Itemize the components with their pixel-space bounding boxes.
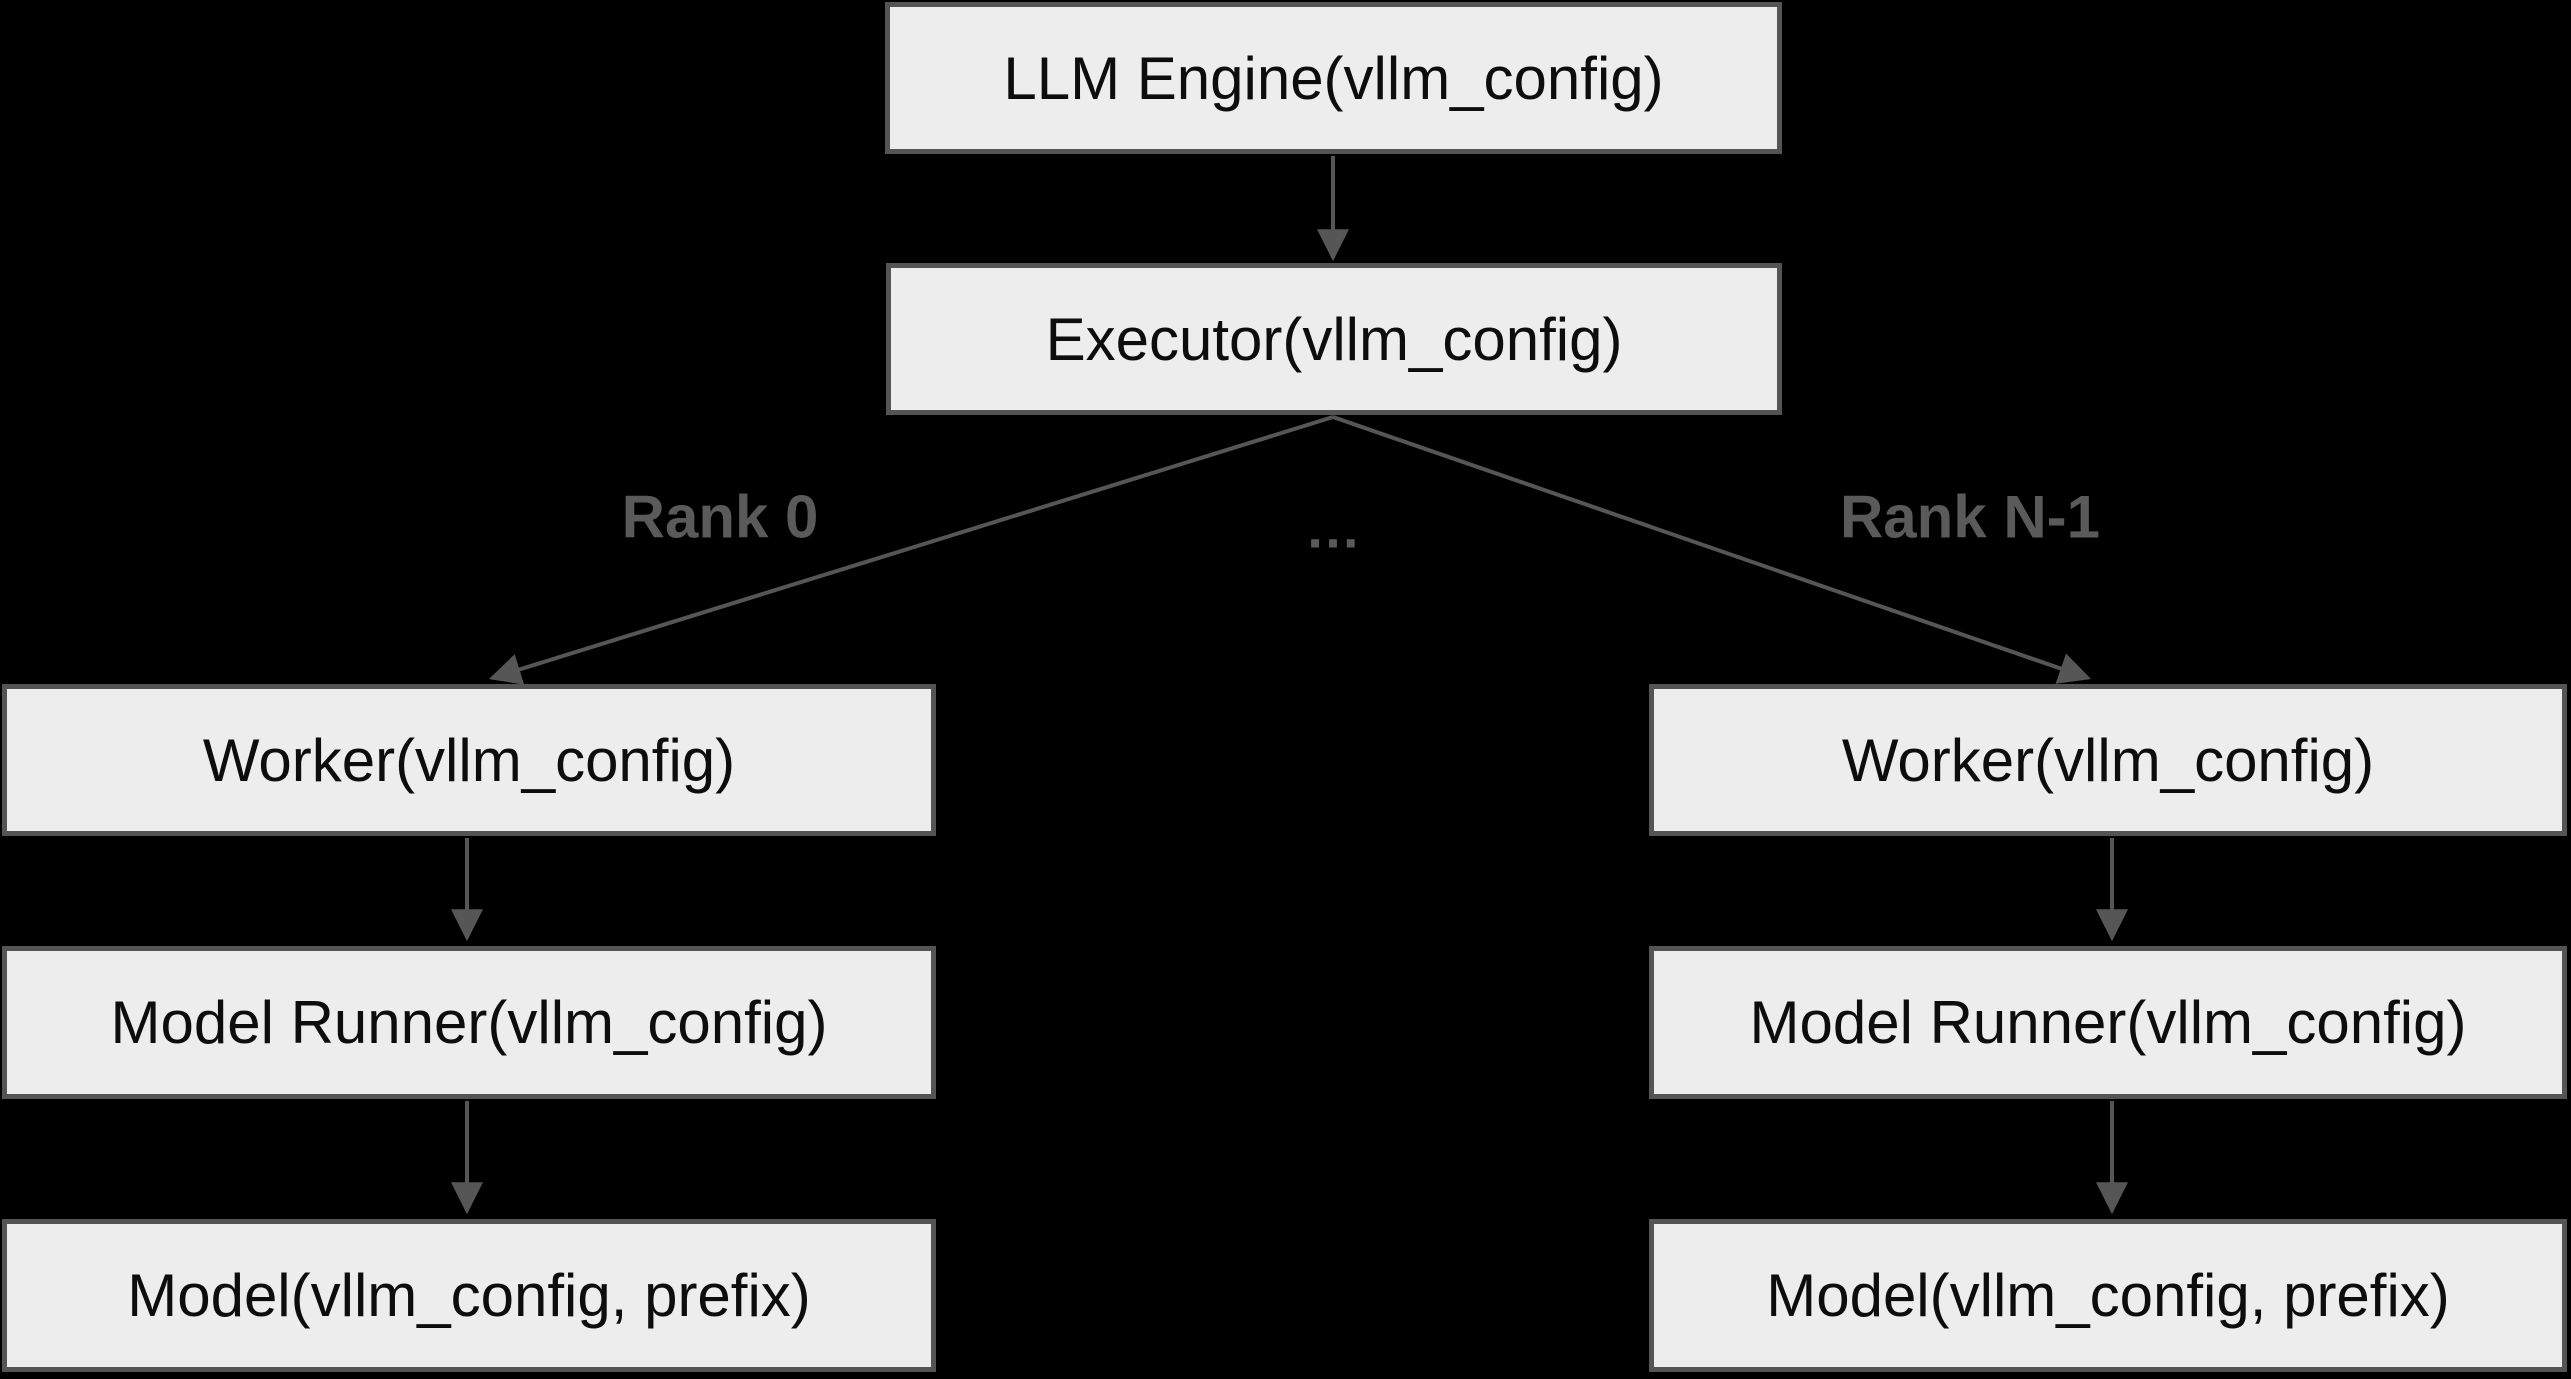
node-model-rank0-label: Model(vllm_config, prefix) — [127, 1262, 811, 1329]
node-model-runner-rank0-label: Model Runner(vllm_config) — [110, 989, 828, 1056]
node-model-runner-rankN-label: Model Runner(vllm_config) — [1749, 989, 2467, 1056]
edge-executor-to-worker-rank0 — [488, 415, 1334, 685]
node-executor-label: Executor(vllm_config) — [1045, 305, 1623, 373]
edge-label-rank-0: Rank 0 — [621, 483, 819, 551]
node-worker-rankN-label: Worker(vllm_config) — [1841, 726, 2375, 794]
node-model-runner-rank0: Model Runner(vllm_config) — [2, 946, 936, 1099]
node-llm-engine-label: LLM Engine(vllm_config) — [1003, 44, 1664, 112]
edge-executor-to-worker-rankN — [1332, 415, 2092, 684]
node-model-runner-rankN: Model Runner(vllm_config) — [1649, 946, 2567, 1099]
node-model-rankN: Model(vllm_config, prefix) — [1649, 1219, 2567, 1372]
node-worker-rank0: Worker(vllm_config) — [2, 684, 936, 836]
edge-label-ellipsis: … — [1305, 496, 1361, 560]
node-model-rank0: Model(vllm_config, prefix) — [2, 1219, 936, 1372]
node-llm-engine: LLM Engine(vllm_config) — [885, 2, 1782, 154]
node-worker-rankN: Worker(vllm_config) — [1649, 684, 2567, 836]
node-model-rankN-label: Model(vllm_config, prefix) — [1766, 1262, 2450, 1329]
edge-label-rank-n-1: Rank N-1 — [1839, 483, 2101, 551]
node-executor: Executor(vllm_config) — [886, 263, 1782, 415]
node-worker-rank0-label: Worker(vllm_config) — [202, 726, 736, 794]
